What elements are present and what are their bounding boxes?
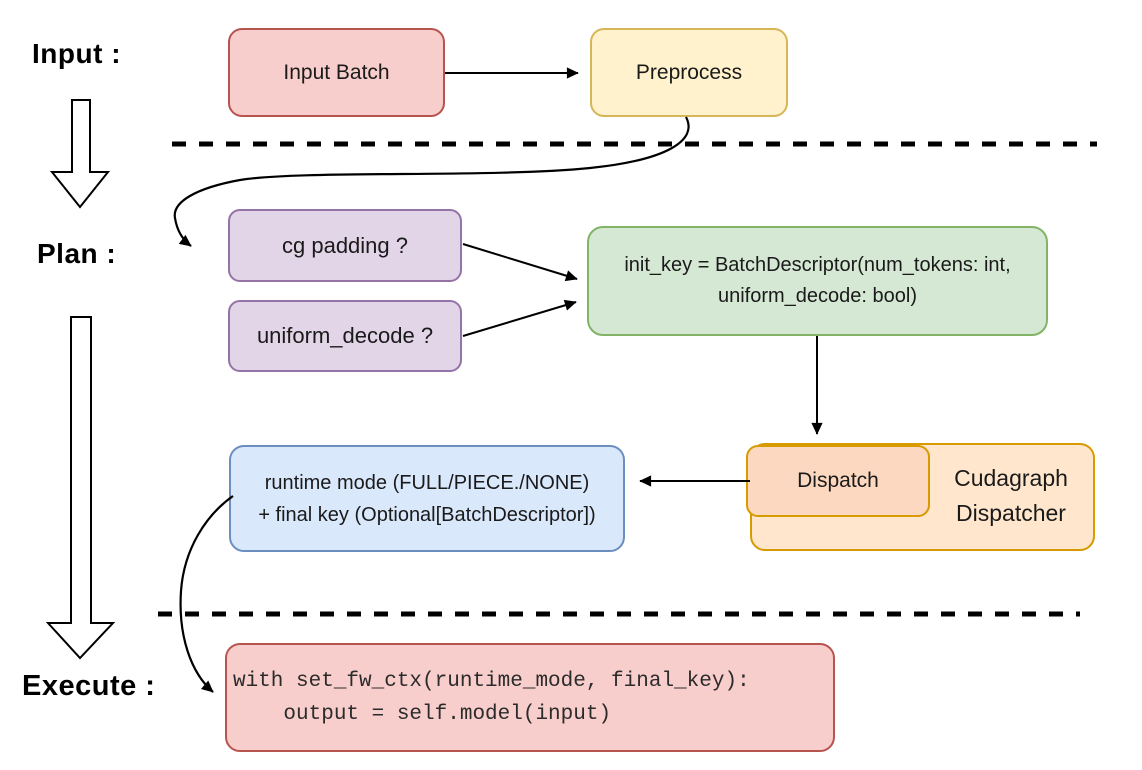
execute-code-line2: output = self.model(input) [233,702,612,726]
node-init-key: init_key = BatchDescriptor(num_tokens: i… [587,226,1048,336]
runtime-mode-line2: + final key (Optional[BatchDescriptor]) [258,503,596,526]
dispatch-label: Dispatch [797,469,879,492]
node-cg-padding: cg padding ? [228,209,462,282]
cg-padding-label: cg padding ? [282,232,408,258]
node-uniform-decode: uniform_decode ? [228,300,462,372]
cudagraph-dispatcher-label: Cudagraph Dispatcher [930,461,1092,531]
cudagraph-line2: Dispatcher [956,500,1066,526]
node-runtime-mode-final-key: runtime mode (FULL/PIECE./NONE) + final … [229,445,625,552]
init-key-line1: init_key = BatchDescriptor(num_tokens: i… [624,254,1011,276]
node-preprocess: Preprocess [590,28,788,117]
stage-label-input: Input : [32,38,122,69]
cudagraph-line1: Cudagraph [954,465,1068,491]
stage-label-plan: Plan : [37,238,117,269]
stage-label-execute: Execute : [22,670,156,702]
node-dispatch: Dispatch [746,445,930,517]
node-execute-code: with set_fw_ctx(runtime_mode, final_key)… [225,643,835,752]
preprocess-label: Preprocess [635,60,743,84]
init-key-line2: uniform_decode: bool) [717,285,917,307]
execute-code-line1: with set_fw_ctx(runtime_mode, final_key)… [233,669,750,693]
runtime-mode-line1: runtime mode (FULL/PIECE./NONE) [264,471,590,494]
uniform-decode-label: uniform_decode ? [256,323,434,348]
input-batch-label: Input Batch [283,60,390,84]
node-input-batch: Input Batch [228,28,445,117]
